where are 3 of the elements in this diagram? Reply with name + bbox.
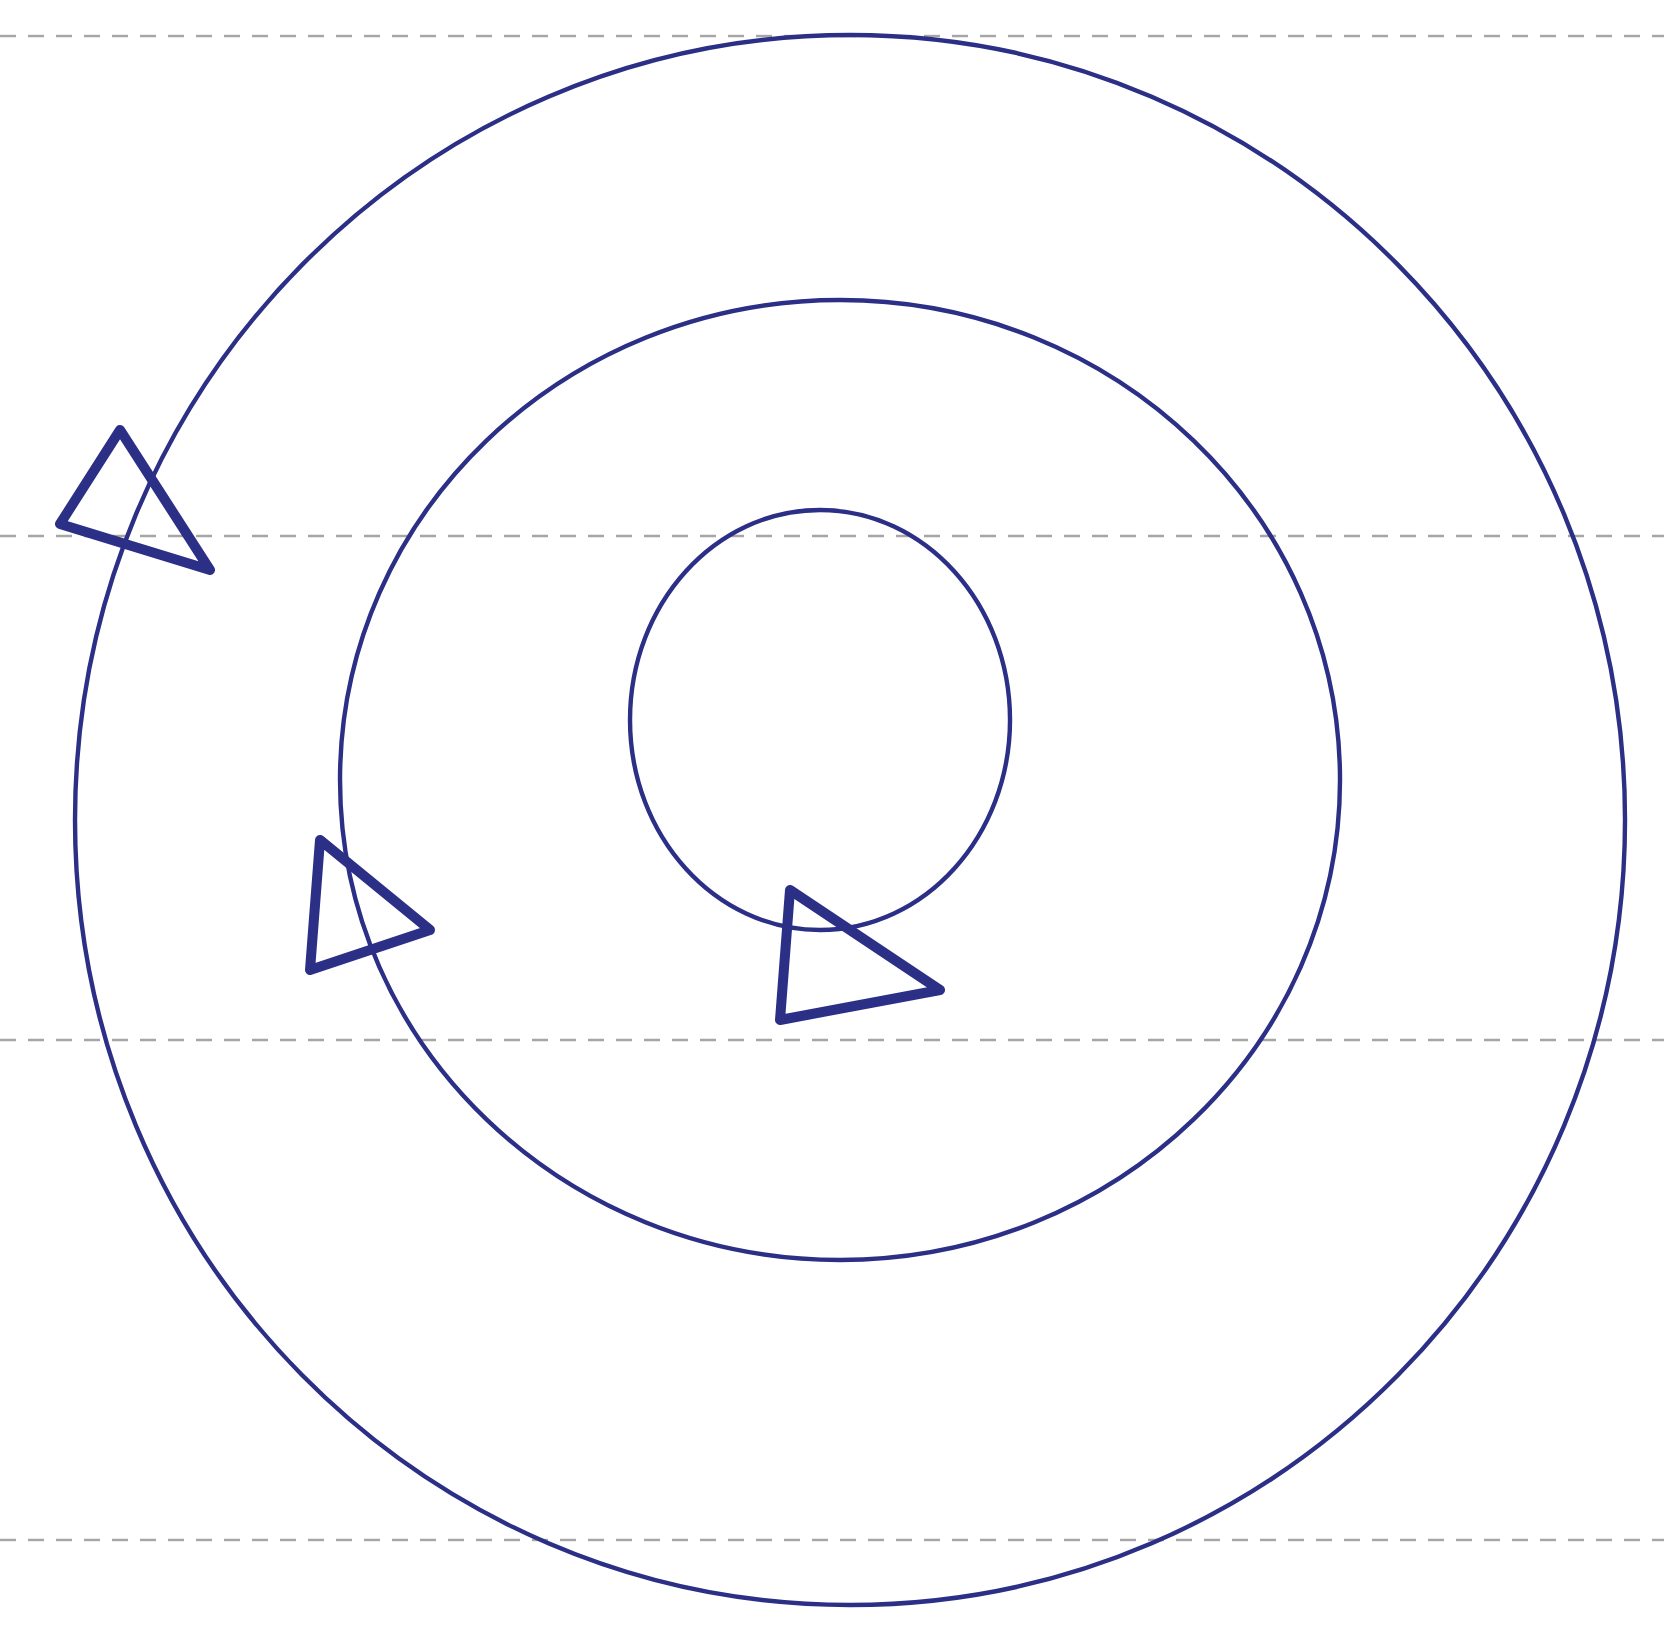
loop xyxy=(627,507,1013,933)
loop xyxy=(72,32,1628,1608)
loop xyxy=(337,297,1343,1263)
